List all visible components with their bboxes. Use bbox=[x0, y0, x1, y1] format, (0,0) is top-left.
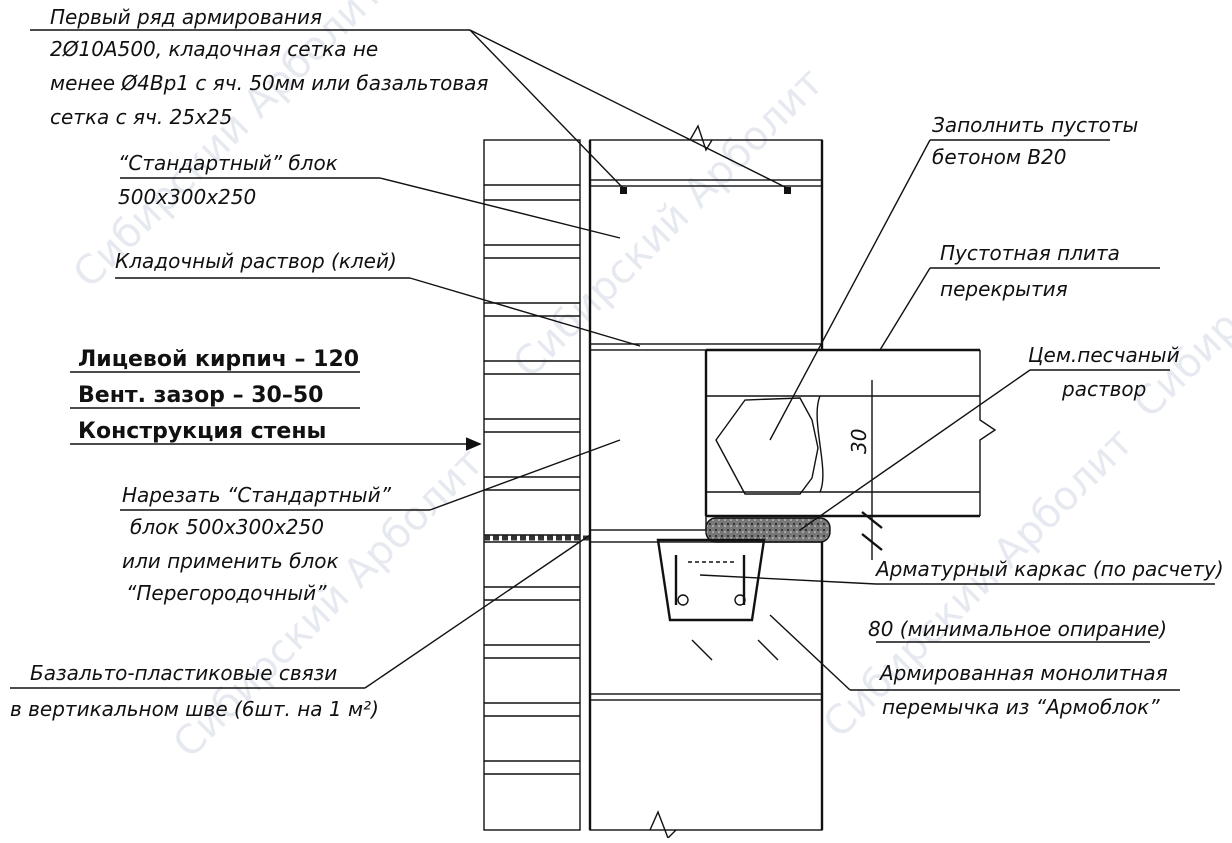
label-lintel-2: перемычка из “Армоблок” bbox=[882, 695, 1160, 719]
leader-lines bbox=[10, 29, 1215, 691]
cement-mortar-bed bbox=[705, 517, 831, 543]
label-cut-block-2: блок 500х300х250 bbox=[130, 515, 324, 539]
label-fill-voids-2: бетоном В20 bbox=[932, 145, 1066, 169]
watermark-text: Сибирский Арболит bbox=[505, 59, 833, 387]
label-standard-block-2: 500х300х250 bbox=[118, 185, 256, 209]
labels: Первый ряд армирования 2Ø10А500, кладочн… bbox=[10, 5, 1224, 721]
label-cut-block-3: или применить блок bbox=[122, 549, 339, 573]
label-first-row-2: 2Ø10А500, кладочная сетка не bbox=[50, 37, 378, 61]
lintel-armoblok bbox=[656, 538, 779, 661]
label-hollow-slab-2: перекрытия bbox=[940, 277, 1068, 301]
label-ties-1: Базальто-пластиковые связи bbox=[30, 661, 337, 685]
dimension-ticks bbox=[861, 511, 883, 551]
label-first-row-3: менее Ø4Вр1 с яч. 50мм или базальтовая bbox=[50, 71, 488, 95]
label-rebar-cage: Арматурный каркас (по расчету) bbox=[874, 557, 1224, 581]
label-cement-mortar-2: раствор bbox=[1061, 377, 1146, 401]
label-standard-block-1: “Стандартный” блок bbox=[118, 151, 338, 175]
label-ties-2: в вертикальном шве (6шт. на 1 м²) bbox=[10, 697, 379, 721]
label-cut-block-1: Нарезать “Стандартный” bbox=[122, 483, 392, 507]
label-cut-block-4: “Перегородочный” bbox=[126, 581, 327, 605]
label-first-row-4: сетка с яч. 25х25 bbox=[50, 105, 232, 129]
label-vent-gap: Вент. зазор – 30–50 bbox=[78, 383, 323, 408]
label-face-brick: Лицевой кирпич – 120 bbox=[78, 347, 359, 372]
label-lintel-1: Армированная монолитная bbox=[878, 661, 1168, 685]
hollow-slab bbox=[704, 348, 997, 560]
label-first-row-1: Первый ряд армирования bbox=[50, 5, 322, 29]
label-wall-structure: Конструкция стены bbox=[78, 419, 326, 444]
label-mortar: Кладочный раствор (клей) bbox=[115, 249, 397, 273]
rebar-first-row bbox=[620, 187, 791, 194]
face-brick-column bbox=[483, 139, 581, 831]
label-hollow-slab-1: Пустотная плита bbox=[940, 241, 1120, 265]
block-wall bbox=[484, 124, 824, 840]
label-min-support: 80 (минимальное опирание) bbox=[868, 617, 1167, 641]
label-fill-voids-1: Заполнить пустоты bbox=[932, 113, 1138, 137]
label-cement-mortar-1: Цем.песчаный bbox=[1028, 343, 1180, 367]
label-dimension-30: 30 bbox=[847, 429, 871, 454]
